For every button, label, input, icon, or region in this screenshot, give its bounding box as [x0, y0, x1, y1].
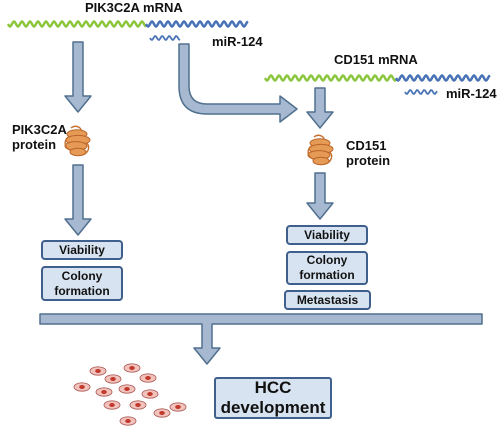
left-colony-formation-box: Colony formation: [41, 266, 123, 301]
mir-124-left-label: miR-124: [212, 34, 263, 49]
right-colony-formation-box: Colony formation: [286, 251, 368, 285]
left-viability-label: Viability: [59, 242, 105, 257]
right-viability-label: Viability: [304, 227, 350, 242]
arrow-protein-to-outcomes-left: [64, 164, 92, 236]
arrow-mir124-to-cd151: [178, 43, 298, 123]
cd151-mrna-label: CD151 mRNA: [334, 52, 418, 67]
hcc-development-box: HCC development: [214, 377, 332, 419]
right-metastasis-box: Metastasis: [284, 290, 371, 310]
cd151-protein-icon: [307, 134, 334, 166]
cd151-mrna-target-site: [394, 73, 491, 83]
pik3c2a-protein-label: PIK3C2A protein: [12, 122, 67, 152]
left-colony-formation-label: Colony formation: [54, 268, 110, 298]
arrow-mrna-to-protein-left: [64, 41, 92, 113]
cancer-cells-icon: [73, 363, 187, 426]
pik3c2a-mrna-strand: [6, 19, 147, 29]
arrow-protein-to-outcomes-right: [306, 172, 334, 220]
right-colony-formation-label: Colony formation: [299, 253, 355, 282]
right-metastasis-label: Metastasis: [296, 292, 359, 307]
cd151-protein-label: CD151 protein: [346, 138, 391, 168]
cd151-mrna-strand: [263, 73, 397, 83]
pik3c2a-mrna-label: PIK3C2A mRNA: [85, 0, 183, 15]
pik3c2a-mrna-target-site: [144, 19, 249, 29]
mir-124-left-strand: [149, 34, 181, 42]
pik3c2a-protein-icon: [64, 125, 91, 157]
mir-124-right-strand: [404, 88, 438, 96]
arrow-mrna-to-protein-right: [306, 87, 334, 129]
merge-bar-to-hcc-arrow: [39, 313, 483, 365]
hcc-development-label: HCC development: [220, 378, 326, 417]
left-viability-box: Viability: [41, 240, 123, 260]
mir-124-right-label: miR-124: [446, 86, 497, 101]
right-viability-box: Viability: [286, 225, 368, 245]
